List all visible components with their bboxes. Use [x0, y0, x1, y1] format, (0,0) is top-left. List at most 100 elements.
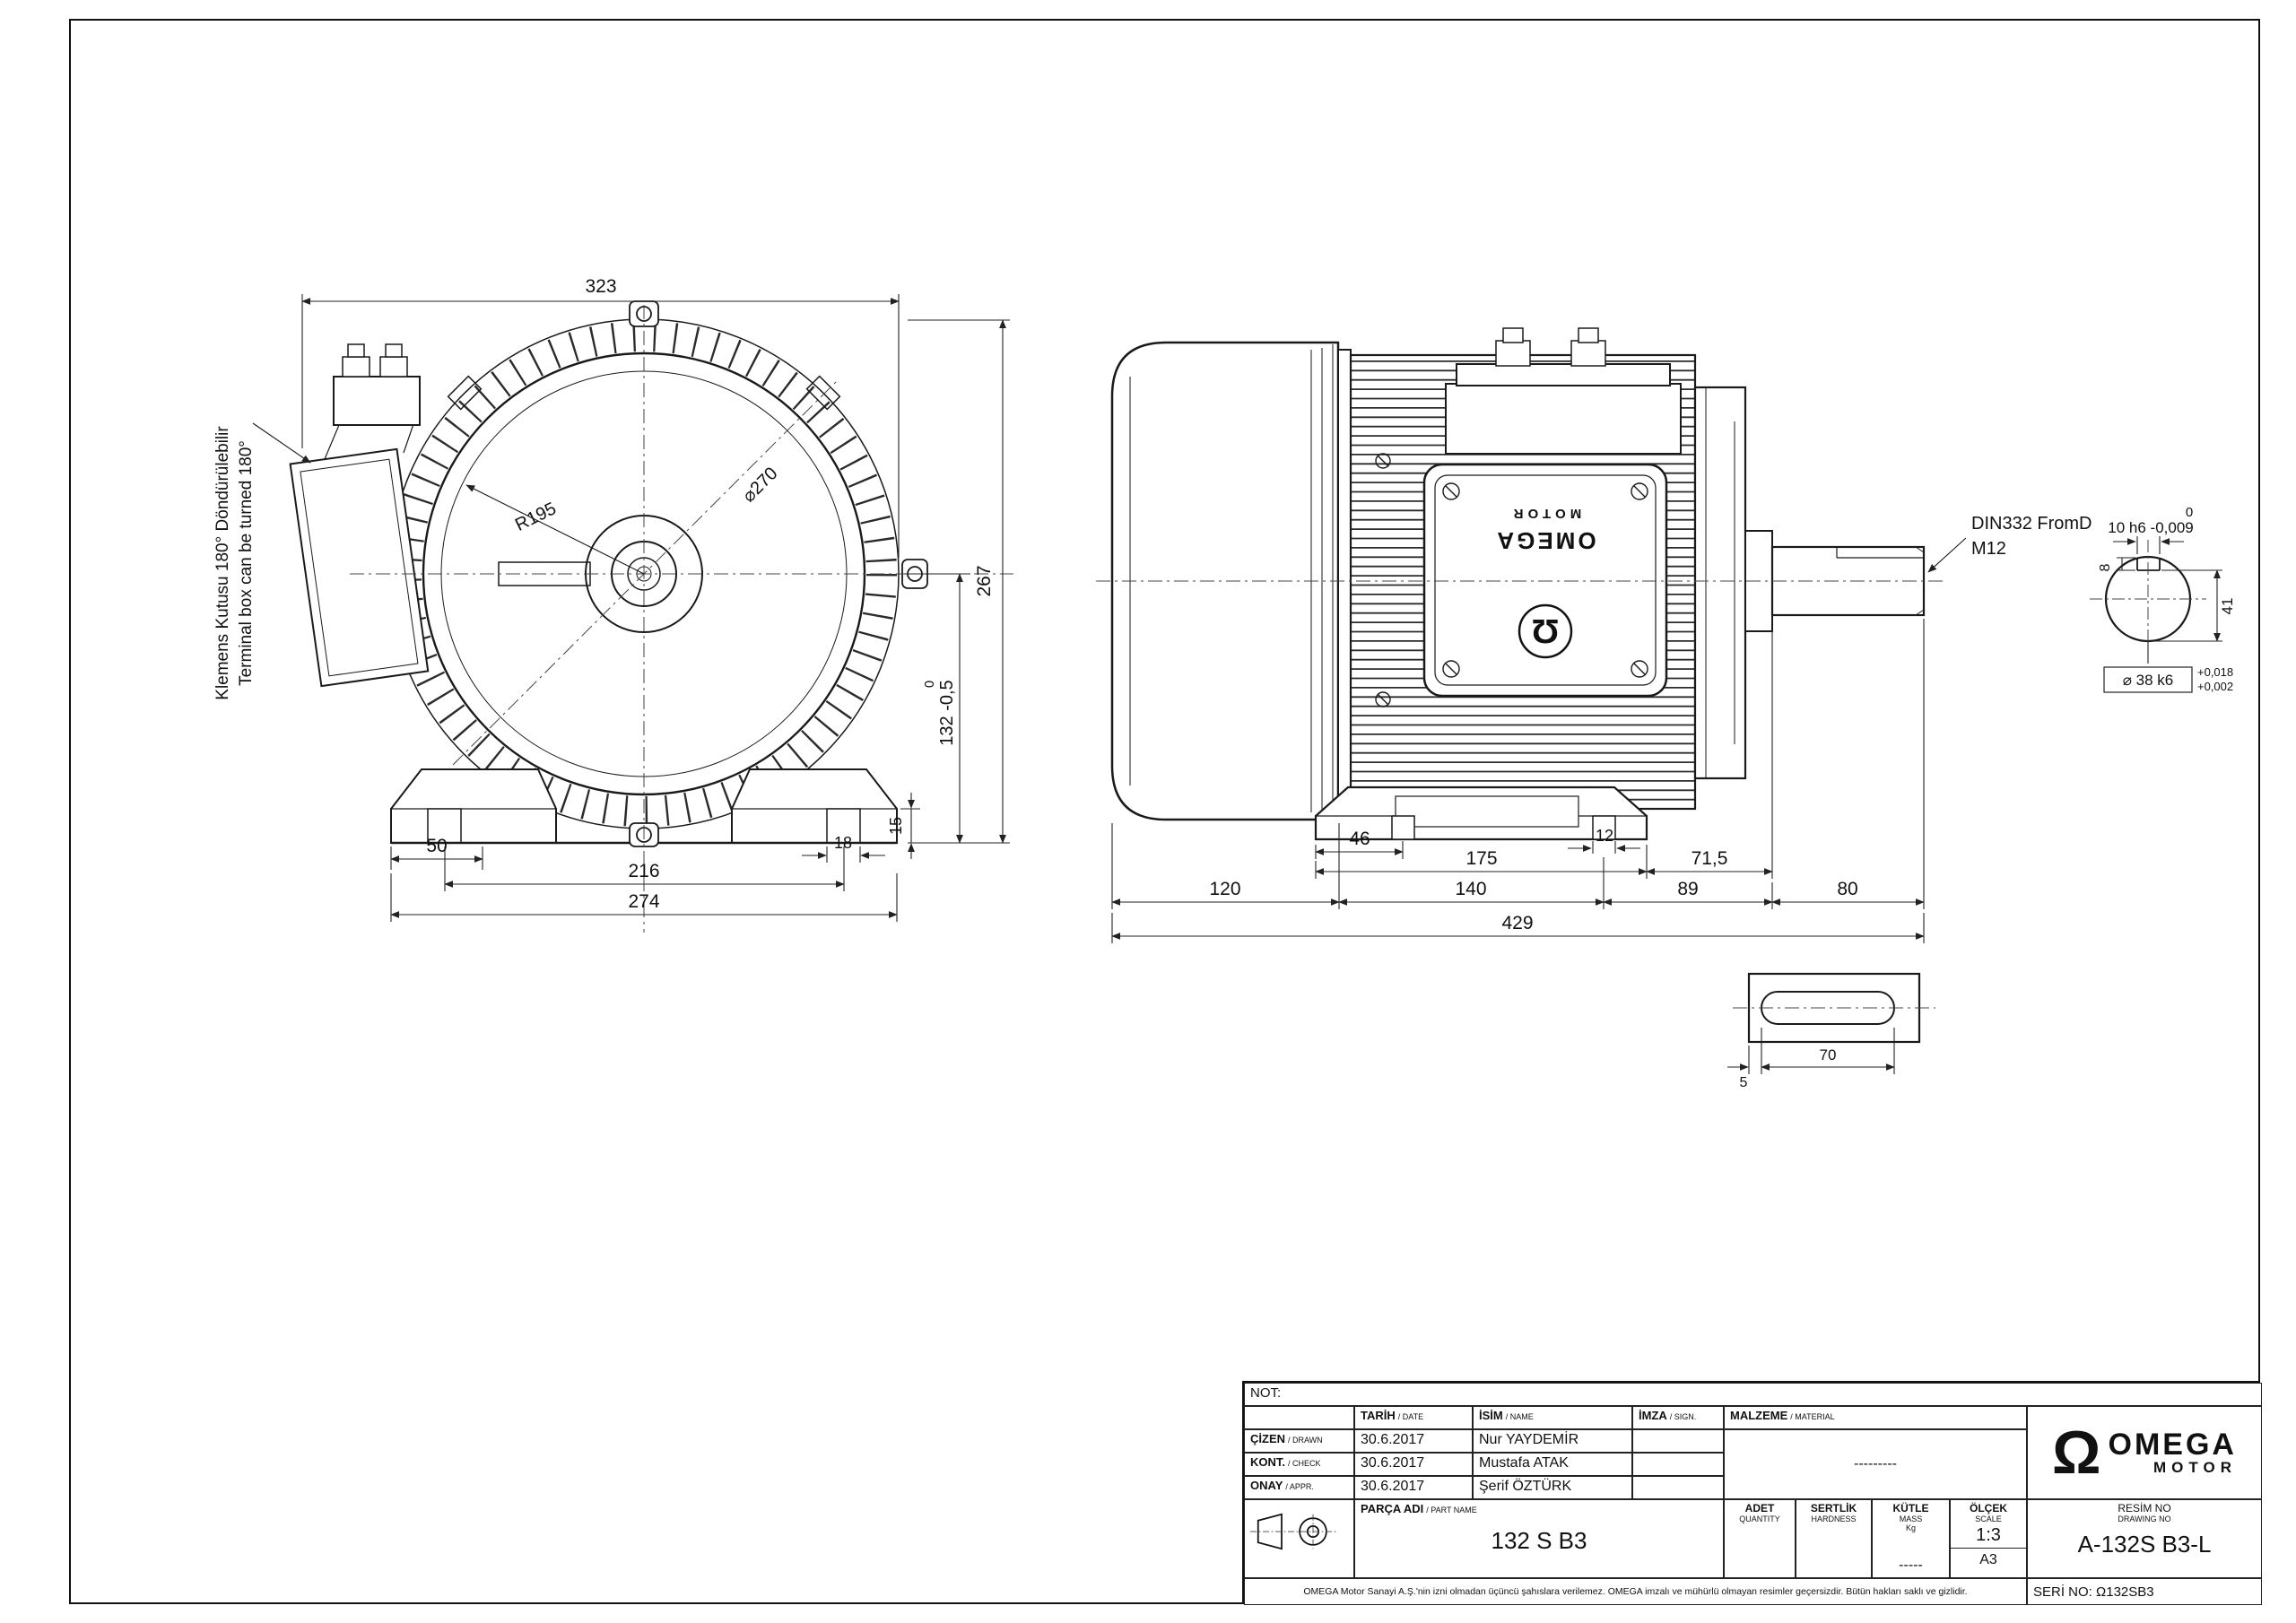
end-shield — [1693, 386, 1773, 780]
header-material: MALZEME/ MATERIAL — [1724, 1406, 2027, 1429]
din-annotation-line2: M12 — [1971, 539, 2006, 559]
serial-cell: SERİ NO: Ω132SB3 — [2027, 1578, 2262, 1605]
row-drawn-label: ÇİZEN/ DRAWN — [1244, 1429, 1354, 1453]
front-view-dimensions — [301, 294, 1010, 922]
row-appr-tr: ONAY — [1250, 1479, 1283, 1492]
shaft-end-detail — [2090, 536, 2222, 693]
omega-logo-icon: Ω — [2052, 1419, 2101, 1487]
side-terminal-box — [1445, 327, 1682, 455]
row-check-date: 30.6.2017 — [1354, 1453, 1473, 1476]
header-date: TARİH/ DATE — [1354, 1406, 1473, 1429]
mass-cell: KÜTLE MASS Kg ----- — [1872, 1499, 1950, 1578]
dim-overall-width: 323 — [585, 276, 616, 297]
serial-no: SERİ NO: Ω132SB3 — [2033, 1584, 2154, 1600]
logo-brand: OMEGA — [2108, 1428, 2237, 1462]
scale-value: 1:3 — [1976, 1525, 2001, 1545]
dim-foot-offset: 50 — [426, 836, 447, 856]
mass-value: ----- — [1899, 1558, 1923, 1573]
sheet-border — [69, 19, 2260, 1604]
drawing-no-label-tr: RESİM NO — [2118, 1502, 2171, 1515]
part-name-cell: PARÇA ADI/ PART NAME 132 S B3 — [1354, 1499, 1724, 1578]
part-name-value: 132 S B3 — [1491, 1526, 1587, 1554]
hardness-cell: SERTLİK HARDNESS — [1796, 1499, 1872, 1578]
header-name: İSİM/ NAME — [1473, 1406, 1632, 1429]
side-view-dim-texts: 46 175 12 71,5 120 140 89 80 429 — [1209, 827, 1857, 933]
dim-shaft-length: 80 — [1837, 879, 1857, 899]
material-value: --------- — [1724, 1429, 2027, 1499]
dim-shaft-diameter: ⌀ 38 k6 — [2123, 672, 2174, 689]
row-check-label: KONT./ CHECK — [1244, 1453, 1354, 1476]
row-check-tr: KONT. — [1250, 1455, 1285, 1469]
logo-sub: MOTOR — [2153, 1459, 2237, 1476]
radius-label: R195 — [512, 499, 560, 535]
dim-key-depth: 8 — [2098, 563, 2113, 571]
part-name-label-en: / PART NAME — [1426, 1506, 1477, 1515]
din-annotation-line1: DIN332 FromD — [1971, 514, 2092, 534]
row-appr-label: ONAY/ APPR. — [1244, 1476, 1354, 1499]
row-appr-date: 30.6.2017 — [1354, 1476, 1473, 1499]
header-date-tr: TARİH — [1361, 1409, 1396, 1422]
terminal-box — [289, 447, 430, 688]
drawing-no-label-en: DRAWING NO — [2118, 1515, 2171, 1523]
dim-overall-height: 267 — [974, 565, 995, 596]
cable-gland-box — [333, 343, 421, 426]
dim-slot-width: 18 — [834, 834, 852, 852]
plate-logo-symbol: Ω — [1532, 612, 1559, 649]
quantity-cell: ADET QUANTITY — [1724, 1499, 1796, 1578]
part-name-label-tr: PARÇA ADI — [1361, 1502, 1424, 1515]
dim-foot-edge: 46 — [1349, 829, 1370, 849]
dim-key-end-offset: 5 — [1740, 1075, 1748, 1090]
mass-label-tr: KÜTLE — [1892, 1502, 1929, 1515]
header-sign: İMZA/ SIGN. — [1632, 1406, 1724, 1429]
note-row: NOT: — [1244, 1383, 2262, 1406]
logo-cell: Ω OMEGA MOTOR — [2027, 1406, 2262, 1499]
row-drawn-date: 30.6.2017 — [1354, 1429, 1473, 1453]
dim-hole-span: 216 — [628, 861, 659, 881]
dim-shaft-height: 41 — [2219, 598, 2236, 615]
row-appr-en: / APPR. — [1285, 1482, 1314, 1491]
header-material-en: / MATERIAL — [1790, 1412, 1835, 1421]
dim-base-width: 274 — [628, 891, 659, 912]
fan-cover — [1110, 341, 1340, 821]
side-view: OMEGA MOTOR Ω — [1096, 327, 1967, 841]
scale-label-tr: ÖLÇEK — [1970, 1502, 2007, 1515]
header-sign-en: / SIGN. — [1669, 1412, 1697, 1421]
front-view-dim-texts: 323 267 0 132 -0,5 15 50 18 216 274 — [426, 276, 995, 912]
drawing-no-cell: RESİM NO DRAWING NO A-132S B3-L — [2027, 1499, 2262, 1578]
dim-endshield: 89 — [1677, 879, 1698, 899]
title-block: NOT: TARİH/ DATE İSİM/ NAME İMZA/ SIGN. … — [1242, 1381, 2262, 1605]
shaft — [1770, 545, 1926, 617]
dim-foot-slot: 12 — [1596, 827, 1613, 845]
footer-note: OMEGA Motor Sanayi A.Ş.'nin izni olmadan… — [1303, 1586, 1968, 1597]
centerlines — [350, 305, 1013, 933]
header-name-en: / NAME — [1505, 1412, 1534, 1421]
terminal-note-tr: Klemens Kutusu 180° Döndürülebilir — [213, 426, 232, 700]
dim-overall-length: 429 — [1501, 913, 1533, 933]
dim-frame: 140 — [1455, 879, 1486, 899]
side-view-annotation: DIN332 FromD M12 — [1971, 514, 2092, 559]
plate-logo-brand: OMEGA — [1494, 527, 1596, 554]
row-drawn-en: / DRAWN — [1288, 1436, 1323, 1445]
row-appr-name: Şerif ÖZTÜRK — [1473, 1476, 1632, 1499]
hardness-label-en: HARDNESS — [1811, 1515, 1857, 1523]
dim-fan-cover: 120 — [1209, 879, 1240, 899]
plate-logo: OMEGA MOTOR Ω — [1494, 506, 1596, 659]
footer-note-cell: OMEGA Motor Sanayi A.Ş.'nin izni olmadan… — [1244, 1578, 2027, 1605]
diameter-label: ⌀270 — [739, 464, 782, 507]
note-label: NOT: — [1250, 1385, 1282, 1401]
row-check-sign — [1632, 1453, 1724, 1476]
scale-label-en: SCALE — [1975, 1515, 2002, 1523]
header-name-tr: İSİM — [1479, 1409, 1503, 1422]
frame-screws — [1375, 453, 1391, 707]
dim-center-height: 132 -0,5 — [937, 680, 957, 745]
projection-symbol-icon — [1250, 1513, 1337, 1550]
projection-symbol-cell — [1244, 1499, 1354, 1578]
row-check-name: Mustafa ATAK — [1473, 1453, 1632, 1476]
keyway-detail — [1727, 972, 1935, 1074]
quantity-label-tr: ADET — [1744, 1502, 1775, 1515]
header-empty-cell — [1244, 1406, 1354, 1429]
dim-key-width: 10 h6 -0,009 — [2108, 519, 2193, 536]
header-sign-tr: İMZA — [1639, 1409, 1667, 1422]
row-drawn-name: Nur YAYDEMİR — [1473, 1429, 1632, 1453]
